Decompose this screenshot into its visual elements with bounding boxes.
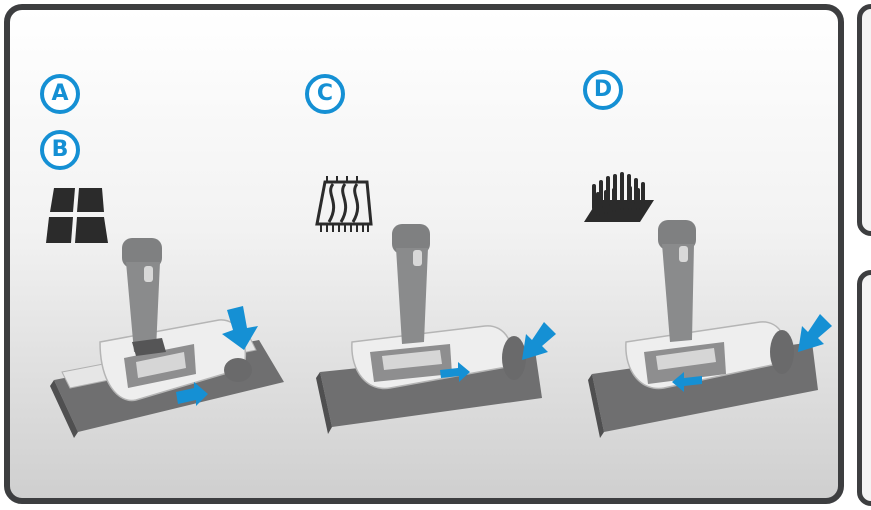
instruction-panel: A B C D: [4, 4, 844, 504]
floor-nozzle-d: [582, 214, 832, 462]
step-badge-c: C: [305, 74, 345, 114]
step-badge-a: A: [40, 74, 80, 114]
floor-nozzle-c: [310, 222, 560, 462]
floor-nozzle-ab: [44, 232, 294, 462]
step-badge-b: B: [40, 130, 80, 170]
adjacent-panel-bottom: [857, 270, 871, 506]
step-badge-d: D: [583, 70, 623, 110]
adjacent-panel-top: [857, 4, 871, 236]
